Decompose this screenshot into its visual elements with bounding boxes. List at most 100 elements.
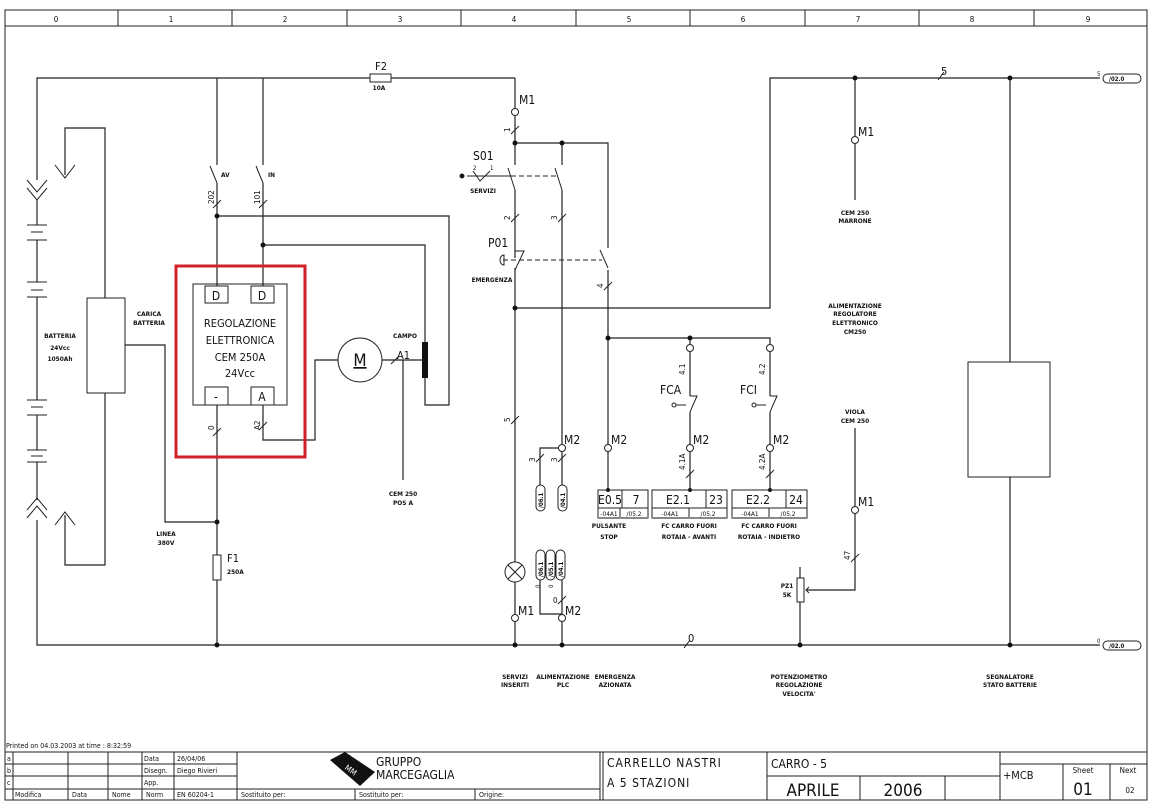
month: APRILE: [787, 781, 840, 801]
regulator-terminal-minus: -: [214, 390, 218, 404]
regulator-line1: REGOLAZIONE: [204, 317, 276, 330]
terminal-circles: [511, 108, 859, 622]
wire-4-1: 4.1: [678, 364, 687, 375]
ruler-5: 5: [627, 15, 632, 24]
contact-in-label: IN: [268, 171, 275, 179]
regulator-line3: CEM 250A: [215, 351, 266, 364]
drawing-name: CARRO - 5: [771, 757, 827, 771]
note-plc-1: ALIMENTAZIONE: [536, 673, 589, 681]
fuse-f1-name: F1: [227, 552, 239, 565]
data-label: Data: [144, 755, 159, 763]
note-marrone-1: CEM 250: [841, 209, 869, 217]
potentiometer-pz1: [796, 577, 810, 603]
s01-caption: SERVIZI: [470, 187, 496, 195]
regulator-line2: ELETTRONICA: [206, 334, 275, 347]
terminal-m2-b: M2: [611, 433, 627, 447]
plc-input-e2-2: E2.2 24 -04A1 /05.2 FC CARRO FUORI ROTAI…: [731, 489, 808, 541]
pz1-label: PZ1: [781, 582, 794, 590]
ruler-4: 4: [512, 15, 517, 24]
wire-2: 2: [503, 215, 512, 220]
indicator-lamp: [504, 561, 526, 583]
ref-05-1: /05.1: [548, 561, 555, 577]
plc-address: E2.2: [746, 493, 770, 507]
ref-bottom-02: /02.0: [1109, 643, 1125, 650]
fuse-f2-name: F2: [375, 60, 387, 73]
printed-timestamp: Printed on 04.03.2003 at time : 8:32:59: [6, 742, 131, 750]
ruler-6: 6: [741, 15, 746, 24]
wire-0-ref2: 0: [548, 584, 555, 588]
pz1-value: 5K: [783, 591, 792, 599]
ref-06-1: /06.1: [538, 492, 545, 508]
ref-06-1b: /06.1: [538, 561, 545, 577]
p01-label: P01: [488, 236, 508, 250]
terminal-m2-c: M2: [693, 433, 709, 447]
wire-47: 47: [843, 551, 852, 560]
disegn-label: Disegn.: [144, 767, 168, 775]
drawing-frame: [4, 9, 1148, 801]
revision-a: a: [7, 755, 11, 763]
note-emerg-2: AZIONATA: [599, 681, 632, 689]
motor-label: M: [353, 351, 366, 371]
plc-module: -04A1: [600, 510, 618, 518]
s01-pos2: 2: [473, 165, 476, 172]
note-viola-1: VIOLA: [845, 408, 865, 416]
project-line2: A 5 STAZIONI: [607, 776, 690, 790]
wire-4-2a: 4.2A: [758, 454, 767, 470]
ruler-9: 9: [1086, 15, 1091, 24]
nome-label: Nome: [112, 791, 131, 799]
motor-a1-label: A1: [397, 349, 410, 362]
note-pot-2: REGOLAZIONE: [776, 681, 823, 689]
ruler-7: 7: [856, 15, 861, 24]
terminal-m1-viola: M1: [858, 495, 874, 509]
wire-0-right: 0: [1097, 638, 1101, 645]
note-emerg-1: EMERGENZA: [595, 673, 636, 681]
terminal-m1-top: M1: [519, 93, 535, 107]
plc-module: -04A1: [741, 510, 759, 518]
note-alim-1: ALIMENTAZIONE: [828, 302, 881, 310]
next-sheet: 02: [1125, 786, 1134, 795]
data-col-label: Data: [72, 791, 87, 799]
note-alim-2: REGOLATORE: [833, 310, 876, 318]
cross-references: [535, 73, 1142, 651]
regulator-highlight: [174, 264, 307, 459]
regulator-terminal-d2: D: [258, 289, 266, 303]
norm-label: Norm: [146, 791, 163, 799]
plc-page: /05.2: [701, 510, 716, 518]
revision-b: b: [7, 767, 11, 775]
circuit-notes: CEM 250 MARRONE ALIMENTAZIONE REGOLATORE…: [501, 209, 1037, 698]
emergency-button-p01: [499, 249, 609, 271]
wire-3: 3: [550, 215, 559, 220]
wire-4: 4: [596, 283, 605, 288]
sheet-number: 01: [1073, 780, 1092, 800]
sostituito-per-2: Sostituito per:: [359, 791, 403, 799]
contact-av-label: AV: [221, 171, 230, 179]
ruler-2: 2: [283, 15, 288, 24]
note-alim-4: CM250: [844, 328, 866, 336]
battery-capacity: 1050Ah: [48, 355, 73, 363]
company-name-1: GRUPPO: [376, 755, 421, 769]
plc-number: 24: [789, 493, 803, 507]
ref-top-02: /02.0: [1109, 76, 1125, 83]
plc-desc1: FC CARRO FUORI: [741, 522, 797, 530]
wire-ticks: [510, 71, 945, 649]
battery-charger: [86, 297, 126, 394]
fuse-f1: [212, 554, 222, 581]
motor-pos-line2: POS A: [393, 499, 414, 507]
wire-0-bottom: 0: [688, 632, 694, 645]
note-segn-1: SEGNALATORE: [986, 673, 1034, 681]
charger-line1: CARICA: [137, 310, 162, 318]
campo-label: CAMPO: [393, 332, 417, 340]
plc-number: 23: [709, 493, 723, 507]
fci-label: FCI: [740, 383, 757, 397]
wire-5: 5: [503, 417, 512, 422]
wire-1: 1: [503, 127, 512, 132]
p01-caption: EMERGENZA: [472, 276, 513, 284]
origine-label: Origine:: [479, 791, 504, 799]
company-name-2: MARCEGAGLIA: [376, 768, 455, 782]
next-label: Next: [1120, 766, 1137, 775]
project-line1: CARRELLO NASTRI: [607, 756, 722, 770]
note-segn-2: STATO BATTERIE: [983, 681, 1037, 689]
ruler-8: 8: [970, 15, 975, 24]
plc-address: E0.5: [598, 493, 622, 507]
note-plc-2: PLC: [557, 681, 569, 689]
